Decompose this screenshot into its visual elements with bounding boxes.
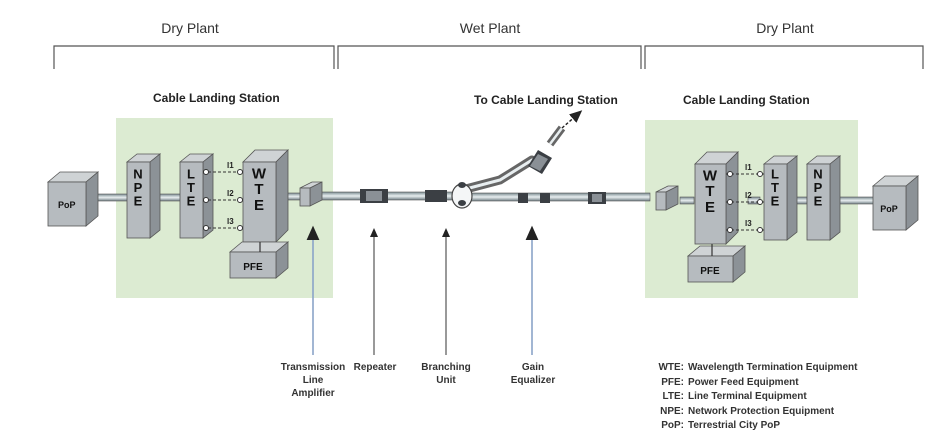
tla-line: Transmission — [280, 362, 346, 373]
channel-label: l3 — [227, 217, 234, 226]
pfe-left-label: PFE — [243, 262, 263, 273]
tla-line: Line — [302, 375, 324, 386]
bracket-dry-plant-right — [644, 45, 924, 69]
channel-labels-right: l1 l2 l3 — [745, 163, 752, 228]
transmission-line-amplifier-right — [655, 185, 679, 211]
repeater-line: Repeater — [353, 362, 397, 373]
legend-key: NPE: — [660, 405, 684, 417]
legend-desc: Network Protection Equipment — [688, 405, 835, 417]
channel-connectors-left — [203, 169, 243, 231]
legend-item: NPE: Network Protection Equipment — [646, 405, 916, 420]
legend-key: WTE: — [658, 362, 684, 373]
box-wte-right — [694, 151, 739, 245]
station-label-branch: To Cable Landing Station — [474, 93, 618, 107]
legend-item: LTE: Line Terminal Equipment — [646, 390, 916, 405]
station-label-left: Cable Landing Station — [153, 91, 280, 105]
channels-left — [203, 171, 243, 229]
bracket-dry-plant-left — [53, 45, 335, 69]
region-label-dry-plant-right: Dry Plant — [756, 20, 814, 36]
transmission-line-amplifier-left — [299, 181, 323, 207]
pop-right-label: PoP — [880, 204, 898, 214]
box-pfe-right — [686, 244, 747, 283]
channel-label: l1 — [745, 163, 752, 172]
legend-item: PoP: Terrestrial City PoP — [646, 419, 916, 434]
box-lte-right — [762, 155, 799, 241]
legend: WTE: Wavelength Termination Equipment PFE… — [646, 361, 916, 434]
channel-label: l2 — [745, 191, 752, 200]
channel-label: l3 — [745, 219, 752, 228]
legend-key: PFE: — [661, 376, 684, 388]
legend-desc: Wavelength Termination Equipment — [688, 362, 858, 373]
box-lte-left — [178, 153, 215, 239]
branch-repeater-element — [528, 150, 552, 174]
gain-line: Gain — [521, 362, 545, 373]
repeater-element — [360, 189, 388, 203]
box-pfe-left — [228, 241, 290, 279]
legend-desc: Line Terminal Equipment — [688, 391, 807, 402]
branching-unit-element — [425, 182, 473, 209]
box-pop-right — [871, 175, 920, 231]
box-npe-right — [805, 155, 842, 241]
box-npe-left — [125, 153, 162, 239]
component-label-tla: Transmission Line Amplifier — [270, 361, 356, 400]
box-wte-left — [242, 149, 289, 243]
branch-direction-arrow — [561, 110, 583, 129]
tla-line: Amplifier — [291, 388, 335, 399]
legend-item: PFE: Power Feed Equipment — [646, 376, 916, 391]
branching-line: Branching — [421, 362, 471, 373]
legend-key: LTE: — [662, 391, 684, 402]
region-label-wet-plant: Wet Plant — [459, 20, 521, 36]
bracket-wet-plant — [337, 45, 642, 69]
channel-connectors-right — [727, 171, 763, 233]
channel-label: l1 — [227, 161, 234, 170]
legend-item: WTE: Wavelength Termination Equipment — [646, 361, 916, 376]
station-label-right: Cable Landing Station — [683, 93, 810, 107]
gain-equalizer-element — [518, 192, 606, 204]
channel-label: l2 — [227, 189, 234, 198]
component-label-repeater: Repeater — [344, 361, 406, 374]
region-label-dry-plant-left: Dry Plant — [161, 20, 219, 36]
pop-left-label: PoP — [58, 200, 76, 210]
branching-line: Unit — [436, 375, 456, 386]
box-pop-left — [46, 171, 100, 227]
legend-desc: Power Feed Equipment — [688, 376, 799, 388]
gain-line: Equalizer — [510, 375, 556, 386]
channel-labels-left: l1 l2 l3 — [227, 161, 234, 226]
pfe-right-label: PFE — [700, 266, 720, 277]
component-label-gain-equalizer: Gain Equalizer — [500, 361, 566, 387]
component-label-branching-unit: Branching Unit — [411, 361, 481, 387]
legend-desc: Terrestrial City PoP — [688, 420, 781, 431]
legend-key: PoP: — [661, 420, 684, 431]
